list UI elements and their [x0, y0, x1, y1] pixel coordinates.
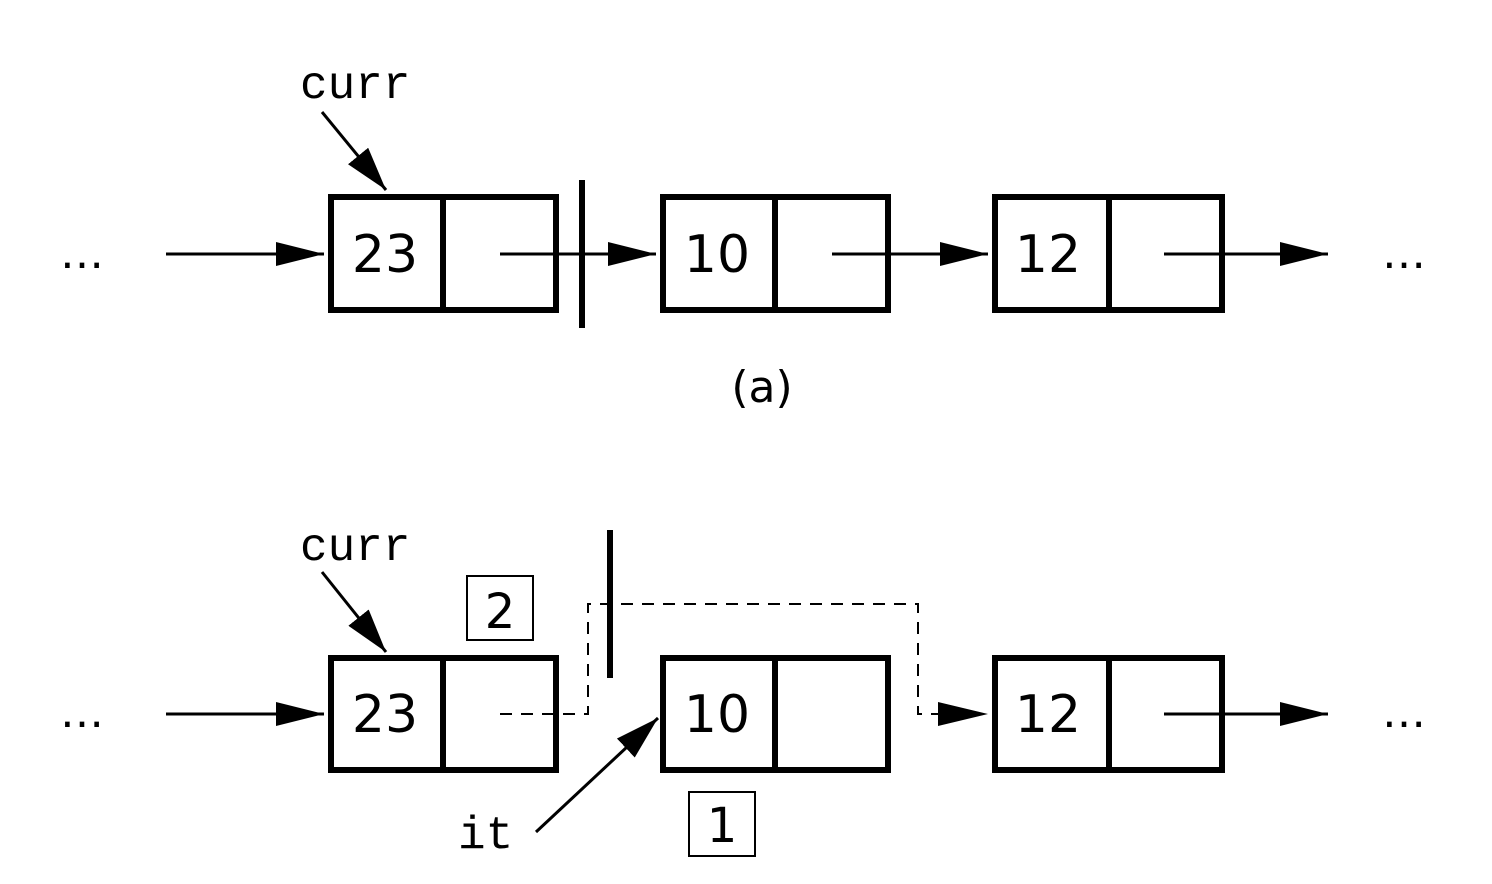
svg-text:1: 1 [707, 798, 738, 854]
curr-pointer-label: curr [300, 60, 410, 112]
node-value: 12 [1015, 225, 1081, 285]
node-value: 12 [1015, 685, 1081, 745]
dashed-pointer-arrowhead [938, 702, 988, 726]
node-value: 23 [352, 685, 418, 745]
list-node: 12 [992, 194, 1225, 313]
it-pointer-arrow [534, 716, 660, 834]
list-node: 23 [328, 655, 559, 773]
list-node: 12 [992, 655, 1225, 773]
step-label-2: 2 [466, 575, 534, 641]
curr-pointer-label: curr [300, 522, 410, 574]
list-node: 10 [660, 655, 891, 773]
curr-pointer-arrow [320, 571, 388, 653]
node-value: 23 [352, 225, 418, 285]
ellipsis-right: … [1382, 228, 1426, 279]
svg-text:2: 2 [485, 584, 516, 640]
panel-b: curr … 23 2 10 1 i [60, 522, 1426, 862]
it-pointer-label: it [458, 810, 513, 862]
ellipsis-left: … [60, 228, 104, 279]
panel-a: curr … 23 10 12 … (a) [60, 60, 1426, 413]
curr-pointer-arrow [320, 111, 388, 191]
ellipsis-left: … [60, 687, 104, 738]
panel-caption: (a) [731, 362, 792, 413]
dashed-bypass-pointer [500, 603, 940, 715]
step-label-1: 1 [688, 791, 756, 857]
list-node: 23 [328, 194, 559, 313]
ellipsis-right: … [1382, 687, 1426, 738]
node-value: 10 [684, 685, 750, 745]
node-value: 10 [684, 225, 750, 285]
